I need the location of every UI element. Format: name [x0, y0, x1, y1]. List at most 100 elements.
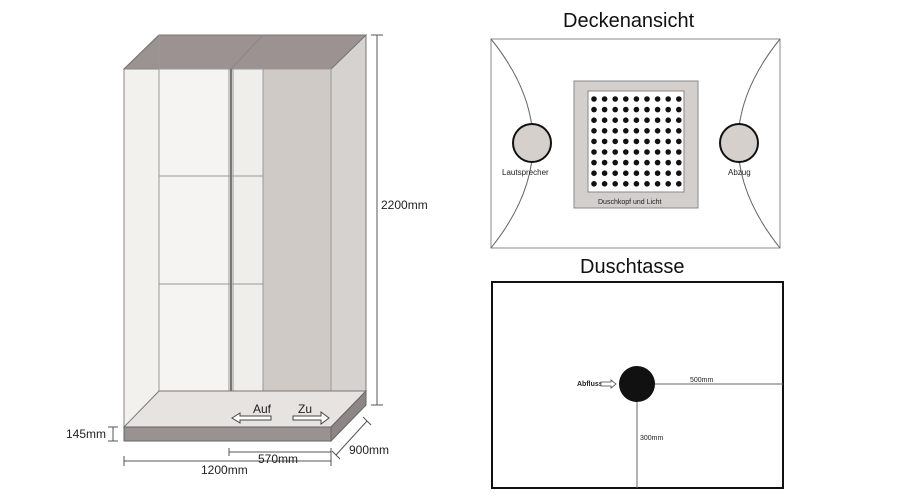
nozzle-dot: [676, 181, 682, 187]
nozzle-dot: [654, 128, 661, 134]
nozzle-dot: [644, 128, 650, 134]
nozzle-dot: [676, 117, 682, 123]
open-label: Auf: [253, 402, 272, 416]
nozzle-dot: [623, 106, 629, 113]
nozzle-dot: [665, 138, 671, 145]
nozzle-dot: [654, 138, 661, 145]
close-arrow-icon: [292, 411, 330, 425]
nozzle-dot: [644, 96, 650, 102]
cabin-base: [123, 426, 332, 442]
speaker-icon: [512, 123, 552, 163]
nozzle-dot: [654, 117, 661, 123]
shower-tray-view: Duschtasse Abfluss 500mm 300mm: [491, 256, 784, 489]
nozzle-dot: [654, 96, 661, 102]
nozzle-dot: [676, 159, 682, 166]
open-arrow-icon: [231, 412, 272, 424]
width-dimension: [123, 456, 332, 466]
cabin-floor: [122, 390, 368, 428]
nozzle-dot: [665, 128, 671, 134]
nozzle-dot: [633, 159, 640, 166]
nozzle-dot: [612, 181, 618, 187]
nozzle-dot: [612, 149, 618, 155]
nozzle-dot: [633, 138, 640, 145]
tray-title: Duschtasse: [580, 256, 685, 278]
drain-arrow-icon: [600, 379, 617, 389]
nozzle-dot: [623, 117, 629, 123]
nozzle-dot: [665, 159, 671, 166]
nozzle-dot: [601, 117, 608, 123]
nozzle-dot: [644, 149, 650, 155]
nozzle-dot: [676, 138, 682, 145]
nozzle-dot: [676, 96, 682, 102]
speaker-label: Lautsprecher: [502, 168, 549, 177]
shower-head-label: Duschkopf und Licht: [598, 199, 661, 206]
nozzle-dot: [676, 170, 682, 176]
nozzle-dot: [612, 128, 618, 134]
drain-icon: [619, 366, 655, 402]
nozzle-dot: [633, 117, 640, 123]
width-label: 1200mm: [201, 463, 248, 477]
nozzle-dot: [612, 106, 618, 113]
nozzle-dot: [591, 159, 597, 166]
nozzle-dot: [591, 117, 597, 123]
nozzle-dot: [623, 149, 629, 155]
nozzle-dot: [591, 181, 597, 187]
nozzle-dot: [633, 96, 640, 102]
nozzle-dot: [644, 117, 650, 123]
nozzle-dot: [623, 128, 629, 134]
nozzle-dot: [591, 106, 597, 113]
base-height-dimension: [108, 426, 118, 442]
nozzle-dot: [665, 181, 671, 187]
door-width-label: 570mm: [258, 452, 298, 466]
nozzle-dot: [654, 170, 661, 176]
nozzle-dot: [601, 106, 608, 113]
shower-cabin-drawing: Auf Zu 2200mm 145mm 1200mm: [66, 33, 428, 477]
nozzle-dot: [665, 96, 671, 102]
nozzle-dot: [644, 138, 650, 145]
ceiling-view: Deckenansicht Lautsprecher Abzug Duschko…: [490, 10, 781, 249]
nozzle-dot: [623, 138, 629, 145]
nozzle-dot: [612, 96, 618, 102]
nozzle-dot: [665, 170, 671, 176]
back-panel-left: [158, 68, 230, 392]
nozzle-dot: [665, 149, 671, 155]
height-label: 2200mm: [381, 198, 428, 212]
exhaust-icon: [719, 123, 759, 163]
nozzle-dot: [644, 181, 650, 187]
nozzle-dot: [612, 138, 618, 145]
exhaust-label: Abzug: [728, 168, 751, 177]
nozzle-dot: [623, 181, 629, 187]
nozzle-dot: [665, 106, 671, 113]
nozzle-dot: [654, 149, 661, 155]
nozzle-dot: [612, 170, 618, 176]
shower-head-nozzles: [591, 96, 682, 187]
nozzle-dot: [676, 128, 682, 134]
nozzle-dot: [601, 159, 608, 166]
drain-x-label: 500mm: [690, 377, 714, 384]
nozzle-dot: [601, 138, 608, 145]
nozzle-dot: [644, 106, 650, 113]
nozzle-dot: [665, 117, 671, 123]
nozzle-dot: [633, 128, 640, 134]
close-label: Zu: [298, 402, 312, 416]
nozzle-dot: [591, 96, 597, 102]
depth-label: 900mm: [349, 443, 389, 457]
nozzle-dot: [633, 149, 640, 155]
depth-dimension: [331, 416, 372, 460]
top-divider: [230, 34, 264, 70]
nozzle-dot: [633, 181, 640, 187]
nozzle-dot: [654, 106, 661, 113]
nozzle-dot: [633, 170, 640, 176]
cabin-top: [122, 34, 368, 70]
nozzle-dot: [644, 159, 650, 166]
drain-y-label: 300mm: [640, 435, 664, 442]
nozzle-dot: [601, 170, 608, 176]
nozzle-dot: [591, 170, 597, 176]
nozzle-dot: [601, 128, 608, 134]
nozzle-dot: [644, 170, 650, 176]
nozzle-dot: [676, 106, 682, 113]
nozzle-dot: [591, 149, 597, 155]
nozzle-dot: [676, 149, 682, 155]
